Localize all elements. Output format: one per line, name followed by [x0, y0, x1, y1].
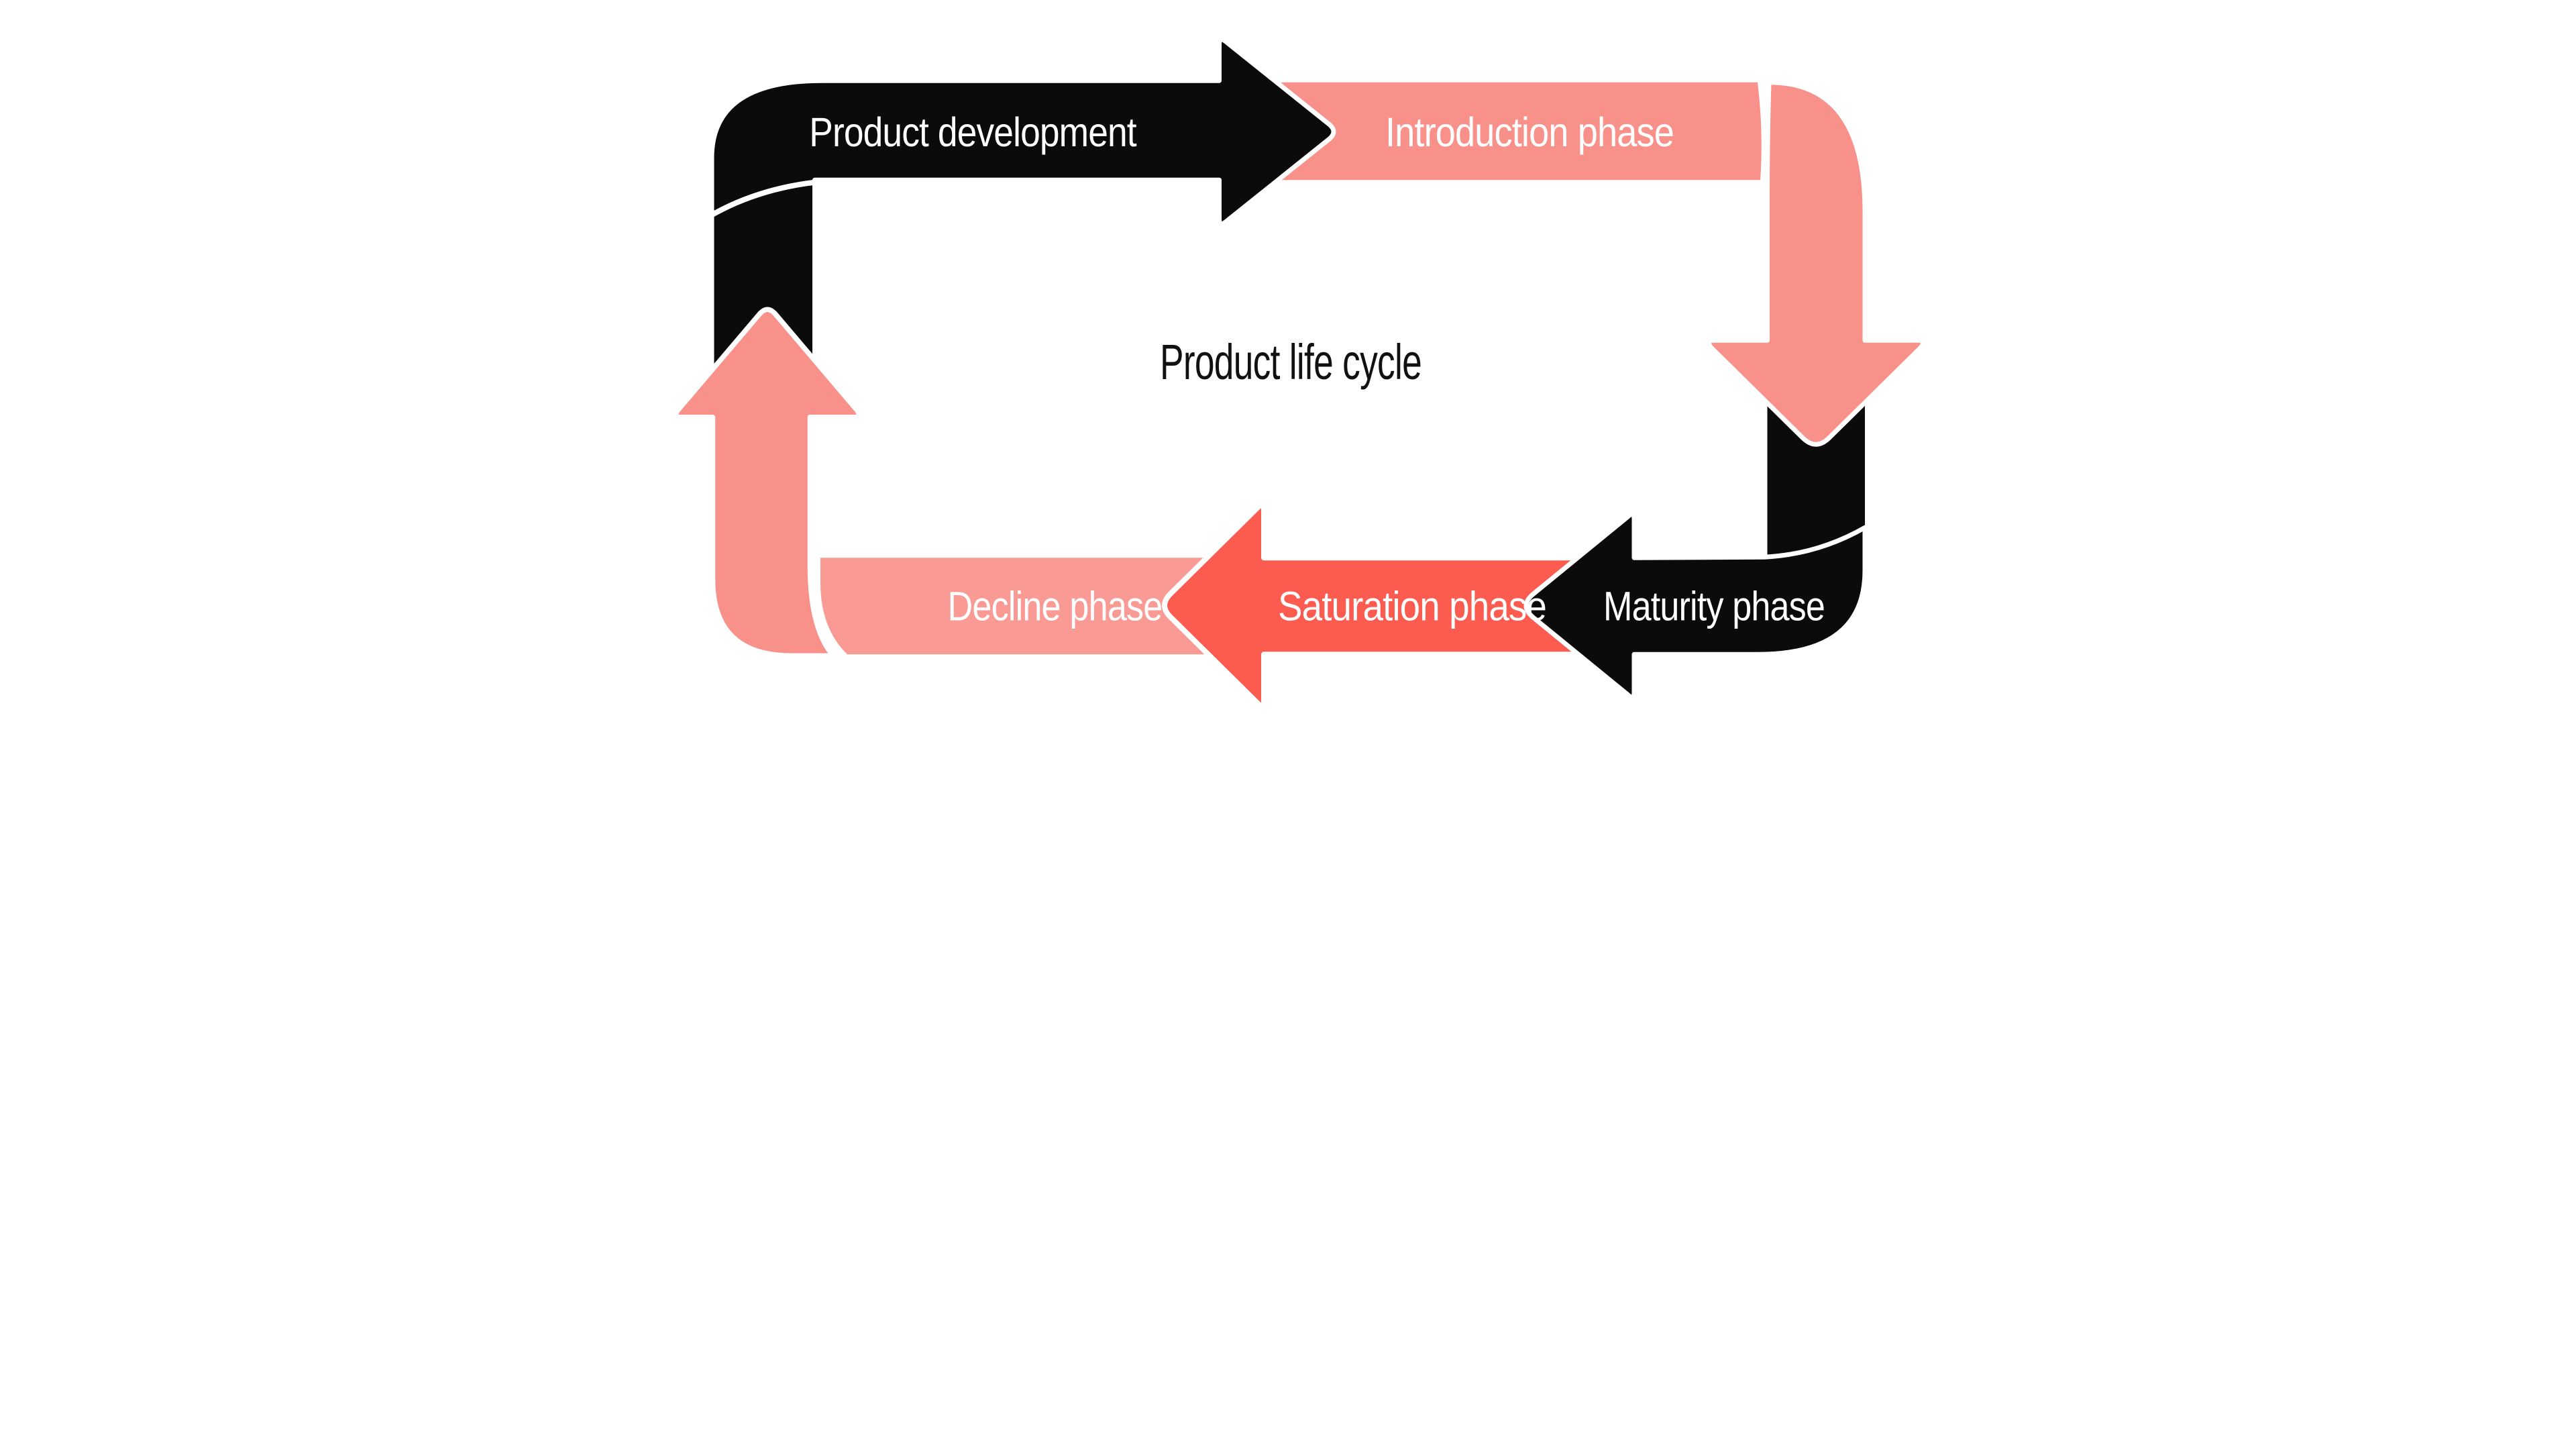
saturation-phase-label: Saturation phase [1278, 583, 1546, 629]
decline-phase-label: Decline phase [948, 583, 1163, 629]
up-arrow [673, 307, 862, 658]
diagram-title: Product life cycle [1160, 334, 1421, 390]
product-development-label: Product development [809, 109, 1136, 155]
down-arrow [1706, 80, 1926, 447]
introduction-phase-label: Introduction phase [1385, 109, 1674, 155]
product-development-arrow [709, 37, 1336, 385]
decline-phase-bar [820, 558, 1248, 655]
saturation-phase-arrow [1162, 502, 1613, 709]
diagram-canvas: Product development Introduction phase M… [673, 37, 1926, 709]
maturity-phase-arrow [1523, 511, 1868, 700]
product-life-cycle-diagram: Product development Introduction phase M… [644, 0, 1932, 725]
maturity-phase-label: Maturity phase [1603, 583, 1825, 629]
introduction-phase-bar [1281, 82, 1762, 180]
top-left-corner-separator [706, 178, 835, 220]
